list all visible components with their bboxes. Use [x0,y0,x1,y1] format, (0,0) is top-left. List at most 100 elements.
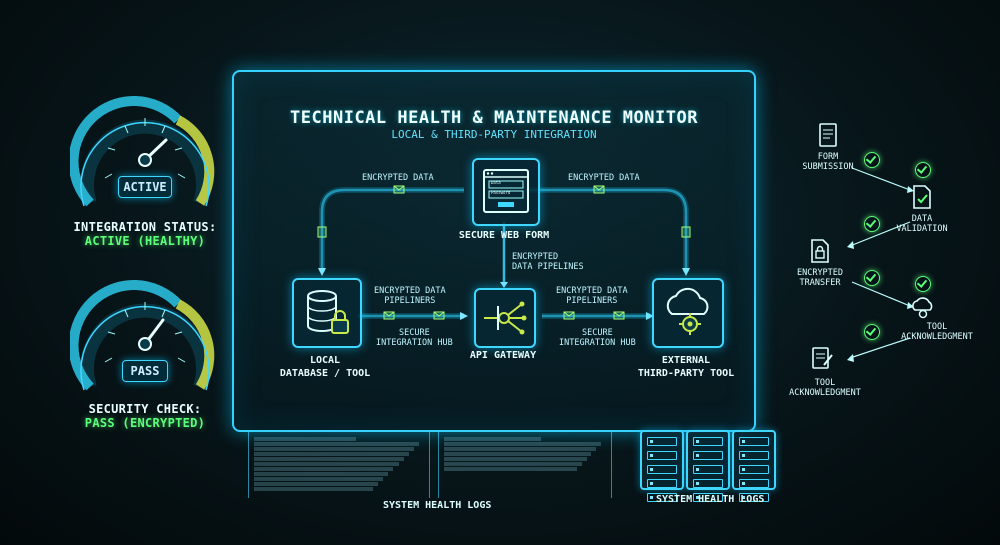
log-line [254,457,404,461]
flow-data-validation-line2: VALIDATION [896,224,948,234]
process-flow-lines [847,167,914,362]
panel-subtitle: LOCAL & THIRD-PARTY INTEGRATION [391,128,597,141]
integration-gauge: ACTIVE [68,88,220,218]
web-form-password-field: Password [491,190,511,195]
validation-document-icon [909,184,935,210]
flow-data-validation-line1: DATA [911,214,933,224]
edge-label-right-bottom-line1: SECURE [582,328,613,338]
integration-status: INTEGRATION STATUS: ACTIVE (HEALTHY) [45,220,245,248]
log-line [444,447,597,451]
check-icon [864,152,880,168]
gateway-hub-icon [484,301,527,335]
connection-lines [317,185,691,320]
panel-title: TECHNICAL HEALTH & MAINTENANCE MONITOR [290,108,698,128]
secure-web-form-node [472,158,540,226]
log-line [444,452,592,456]
flow-tool-ack-right: TOOL ACKNOWLEDGMENT [887,322,987,342]
edge-label-center-line2: DATA PIPELINES [512,262,584,272]
log-line [444,457,587,461]
check-icon [915,162,931,178]
ack-document-icon [809,345,835,371]
log-line [254,462,399,466]
log-line [444,437,542,441]
log-text-right [444,436,606,476]
edge-label-right-top-line1: ENCRYPTED DATA [556,286,628,296]
flow-data-validation: DATA VALIDATION [877,214,967,234]
flow-encrypted-transfer: ENCRYPTED TRANSFER [775,268,865,288]
log-line [444,467,577,471]
log-line [254,472,389,476]
security-status: SECURITY CHECK: PASS (ENCRYPTED) [45,402,245,430]
flow-tool-ack-right-line1: TOOL [926,322,948,332]
log-line [254,452,409,456]
label-local-database-line2: DATABASE / TOOL [279,368,371,379]
edge-label-left-bottom: SECURE INTEGRATION HUB [376,328,453,348]
label-external-tool: EXTERNAL THIRD-PARTY TOOL [616,354,756,380]
flow-form-submission-line2: SUBMISSION [802,162,854,172]
flow-tool-ack-bottom: TOOL ACKNOWLEDGMENT [780,378,870,398]
local-database-node [292,278,362,348]
edge-label-right-top-line2: PIPELINERS [566,296,618,306]
edge-label-left-top-line1: ENCRYPTED DATA [374,286,446,296]
log-line [254,437,356,441]
edge-label-center: ENCRYPTED DATA PIPELINES [512,252,584,272]
flow-form-submission: FORM SUBMISSION [783,152,873,172]
flow-encrypted-transfer-line1: ENCRYPTED [796,268,844,278]
label-external-tool-line2: THIRD-PARTY TOOL [637,368,735,379]
edge-label-left-bottom-line1: SECURE [399,328,430,338]
edge-label-right-top: ENCRYPTED DATA PIPELINERS [556,286,628,306]
label-api-gateway: API GATEWAY [469,350,537,361]
edge-label-left-top-line2: PIPELINERS [384,296,436,306]
edge-label-right-bottom: SECURE INTEGRATION HUB [559,328,636,348]
external-tool-node [652,278,724,348]
integration-status-value: ACTIVE (HEALTHY) [84,234,206,248]
check-icon [915,276,931,292]
health-monitor-panel: TECHNICAL HEALTH & MAINTENANCE MONITOR L… [232,70,756,432]
log-line [254,467,394,471]
gauge-badge-pass: PASS [122,360,168,382]
integration-status-label: INTEGRATION STATUS: [73,220,217,234]
form-document-icon [815,122,841,148]
flow-tool-ack-right-line2: ACKNOWLEDGMENT [901,332,973,342]
flow-encrypted-transfer-line2: TRANSFER [799,278,841,288]
log-text-left [254,436,424,496]
flow-form-submission-line1: FORM [817,152,839,162]
check-icon [864,270,880,286]
cloud-gear-icon [666,287,709,335]
edge-label-left-top: ENCRYPTED DATA PIPELINERS [374,286,446,306]
log-line [444,442,602,446]
flow-tool-ack-bottom-line2: ACKNOWLEDGMENT [789,388,861,398]
security-gauge: PASS [68,272,220,402]
label-local-database-line1: LOCAL [309,355,341,366]
edge-label-top-right: ENCRYPTED DATA [568,173,640,183]
edge-label-left-bottom-line2: INTEGRATION HUB [376,338,453,348]
check-icon [864,216,880,232]
cloud-tool-icon [909,294,935,320]
edge-label-top-left: ENCRYPTED DATA [362,173,434,183]
log-line [254,487,373,491]
server-icon [640,430,684,502]
gauge-badge-active: ACTIVE [118,176,172,198]
label-external-tool-line1: EXTERNAL [661,355,711,366]
check-icon [864,324,880,340]
logs-title-left: SYSTEM HEALTH LOGS [383,500,492,511]
web-form-icon [483,169,529,213]
encrypted-lock-icon [807,238,833,264]
label-secure-web-form: SECURE WEB FORM [458,230,550,241]
log-line [254,477,384,481]
server-icon [686,430,730,502]
web-form-data-field: Data [491,180,501,185]
logs-title-right: SYSTEM HEALTH LOGS [656,494,765,505]
edge-label-right-bottom-line2: INTEGRATION HUB [559,338,636,348]
log-line [254,442,419,446]
security-status-label: SECURITY CHECK: [88,402,202,416]
security-status-value: PASS (ENCRYPTED) [84,416,206,430]
log-line [444,462,582,466]
database-lock-icon [307,290,349,334]
api-gateway-node [474,288,536,348]
edge-label-center-line1: ENCRYPTED [512,252,559,262]
server-icon [732,430,776,502]
log-line [254,482,379,486]
log-frame-left [248,432,430,498]
label-local-database: LOCAL DATABASE / TOOL [255,354,395,380]
